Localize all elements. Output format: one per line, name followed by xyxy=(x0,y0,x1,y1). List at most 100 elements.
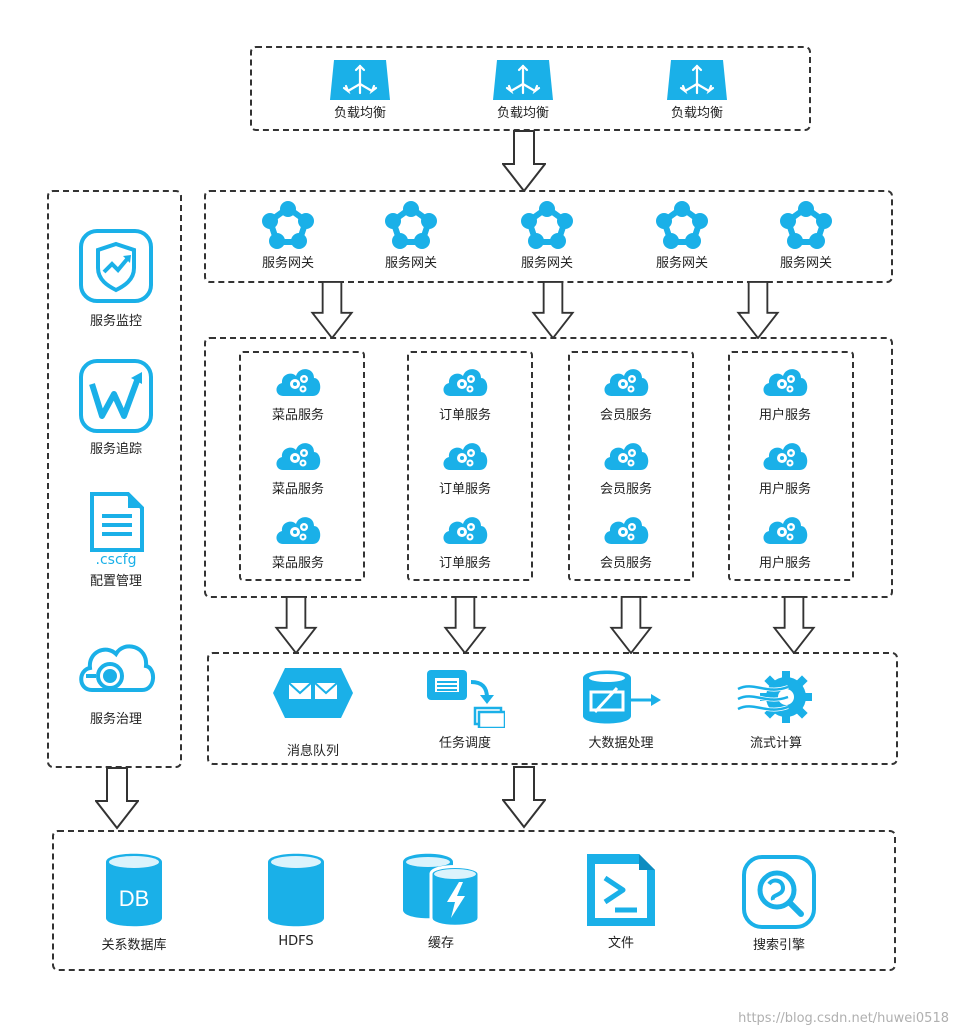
storage-node[interactable]: 搜索引擎 xyxy=(724,854,834,953)
service-label: 用户服务 xyxy=(758,482,811,497)
service-node[interactable]: 用户服务 xyxy=(730,510,840,571)
flow-arrow xyxy=(310,281,354,339)
hdfs-icon xyxy=(266,852,326,928)
storage-node[interactable]: HDFS xyxy=(241,852,351,949)
config-file-extension: .cscfg xyxy=(95,552,137,568)
storage-node[interactable]: 缓存 xyxy=(386,852,496,951)
cloud-gear-icon xyxy=(273,362,323,402)
storage-label: 缓存 xyxy=(427,936,454,951)
middleware-node[interactable]: 大数据处理 xyxy=(566,668,676,751)
service-node[interactable]: 用户服务 xyxy=(730,436,840,497)
cloud-gear-icon xyxy=(760,362,810,402)
message-queue-icon xyxy=(273,668,353,718)
big-data-icon xyxy=(581,668,661,728)
service-monitor-icon xyxy=(78,228,154,304)
gateway-label: 服务网关 xyxy=(655,256,708,271)
cloud-gear-icon xyxy=(440,436,490,476)
load-balancer-node[interactable]: 负载均衡 xyxy=(305,60,415,121)
cloud-gear-icon xyxy=(440,362,490,402)
gateway-node[interactable]: 服务网关 xyxy=(233,200,343,271)
cloud-gear-icon xyxy=(440,510,490,550)
gateway-node[interactable]: 服务网关 xyxy=(492,200,602,271)
middleware-layer xyxy=(207,652,898,765)
service-governance-icon xyxy=(76,638,156,698)
storage-node[interactable]: DB 关系数据库 xyxy=(79,852,189,953)
storage-layer xyxy=(52,830,896,971)
load-balancer-icon xyxy=(330,60,390,100)
service-node[interactable]: 用户服务 xyxy=(730,362,840,423)
flow-arrow xyxy=(531,281,575,339)
storage-label: 搜索引擎 xyxy=(752,938,805,953)
flow-arrow xyxy=(609,596,653,654)
service-gateway-icon xyxy=(517,200,577,250)
service-node[interactable]: 会员服务 xyxy=(571,362,681,423)
storage-node[interactable]: 文件 xyxy=(566,852,676,951)
sidebar-item-label: 配置管理 xyxy=(89,574,142,589)
service-label: 用户服务 xyxy=(758,408,811,423)
service-node[interactable]: 菜品服务 xyxy=(243,362,353,423)
gateway-label: 服务网关 xyxy=(384,256,437,271)
middleware-label: 流式计算 xyxy=(749,736,802,751)
sidebar-item-label: 服务监控 xyxy=(89,314,142,329)
service-group-dish xyxy=(239,351,365,581)
service-group-member xyxy=(568,351,694,581)
task-scheduler-icon xyxy=(425,668,505,728)
cloud-gear-icon xyxy=(601,362,651,402)
load-balancer-label: 负载均衡 xyxy=(496,106,549,121)
storage-label: 文件 xyxy=(607,936,634,951)
service-node[interactable]: 订单服务 xyxy=(410,362,520,423)
service-label: 菜品服务 xyxy=(271,482,324,497)
gateway-node[interactable]: 服务网关 xyxy=(356,200,466,271)
service-gateway-icon xyxy=(776,200,836,250)
load-balancer-node[interactable]: 负载均衡 xyxy=(642,60,752,121)
config-file-icon xyxy=(88,492,144,552)
service-node[interactable]: 会员服务 xyxy=(571,510,681,571)
middleware-node[interactable]: 任务调度 xyxy=(410,668,520,751)
service-node[interactable]: 菜品服务 xyxy=(243,510,353,571)
gateway-node[interactable]: 服务网关 xyxy=(627,200,737,271)
cloud-gear-icon xyxy=(601,510,651,550)
service-label: 会员服务 xyxy=(599,408,652,423)
sidebar-item-monitor[interactable]: 服务监控 xyxy=(61,228,171,329)
service-group-order xyxy=(407,351,533,581)
sidebar-item-config[interactable]: .cscfg 配置管理 xyxy=(61,492,171,589)
cloud-gear-icon xyxy=(273,510,323,550)
database-icon-text: DB xyxy=(118,886,150,911)
gateway-label: 服务网关 xyxy=(261,256,314,271)
flow-arrow xyxy=(772,596,816,654)
service-label: 用户服务 xyxy=(758,556,811,571)
service-node[interactable]: 会员服务 xyxy=(571,436,681,497)
load-balancer-icon xyxy=(493,60,553,100)
load-balancer-label: 负载均衡 xyxy=(670,106,723,121)
service-node[interactable]: 订单服务 xyxy=(410,436,520,497)
flow-arrow xyxy=(736,281,780,339)
flow-arrow xyxy=(502,130,546,192)
cloud-gear-icon xyxy=(601,436,651,476)
storage-label: 关系数据库 xyxy=(101,938,167,953)
cloud-gear-icon xyxy=(760,436,810,476)
service-layer xyxy=(204,337,893,598)
gateway-node[interactable]: 服务网关 xyxy=(751,200,861,271)
search-engine-icon xyxy=(741,854,817,930)
service-label: 菜品服务 xyxy=(271,408,324,423)
service-label: 订单服务 xyxy=(438,482,491,497)
middleware-node[interactable]: 流式计算 xyxy=(721,666,831,751)
service-node[interactable]: 菜品服务 xyxy=(243,436,353,497)
middleware-label: 任务调度 xyxy=(438,736,491,751)
sidebar-item-trace[interactable]: 服务追踪 xyxy=(61,358,171,457)
service-gateway-icon xyxy=(381,200,441,250)
middleware-node[interactable]: 消息队列 xyxy=(258,668,368,759)
flow-arrow xyxy=(274,596,318,654)
gateway-label: 服务网关 xyxy=(779,256,832,271)
load-balancer-node[interactable]: 负载均衡 xyxy=(468,60,578,121)
flow-arrow xyxy=(502,763,546,831)
service-label: 订单服务 xyxy=(438,556,491,571)
sidebar-item-label: 服务追踪 xyxy=(89,442,142,457)
watermark: https://blog.csdn.net/huwei0518 xyxy=(738,1011,949,1026)
middleware-label: 消息队列 xyxy=(286,744,339,759)
service-label: 会员服务 xyxy=(599,556,652,571)
load-balancer-icon xyxy=(667,60,727,100)
service-node[interactable]: 订单服务 xyxy=(410,510,520,571)
sidebar-item-governance[interactable]: 服务治理 xyxy=(61,638,171,727)
cloud-gear-icon xyxy=(273,436,323,476)
